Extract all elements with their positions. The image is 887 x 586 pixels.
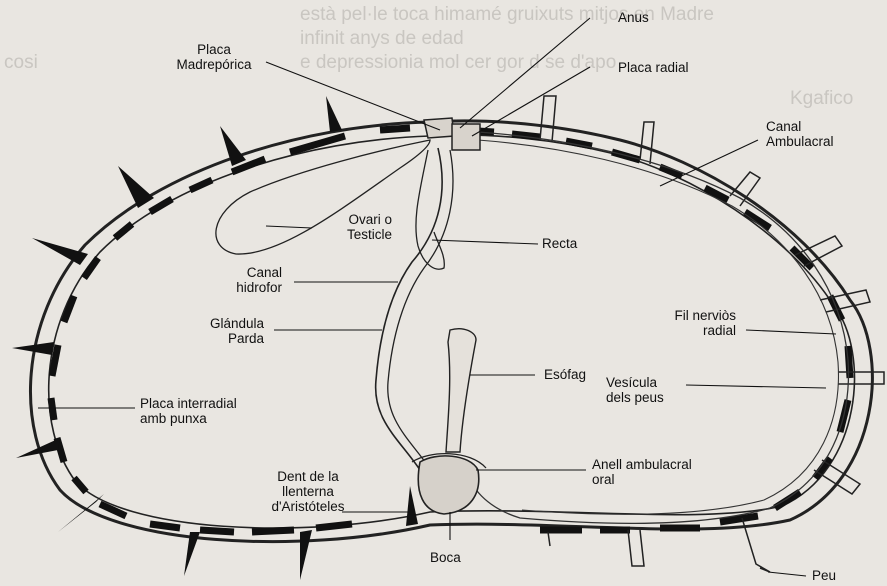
tooth: [406, 486, 418, 526]
label-fil-nervios-radial: Fil nerviòs radial: [632, 308, 736, 338]
label-canal-hidrofor: Canal hidrofor: [190, 265, 282, 295]
label-ovari-testicle: Ovari o Testicle: [290, 212, 392, 242]
stone-canal: [376, 148, 443, 470]
label-placa-madreporica: Placa Madrepórica: [160, 42, 268, 72]
label-boca: Boca: [430, 550, 461, 565]
rectum: [416, 150, 444, 269]
stone-canal-inner: [388, 150, 453, 466]
aristotle-lantern: [418, 456, 478, 514]
label-recta: Recta: [542, 236, 577, 251]
esophagus: [446, 329, 476, 452]
label-esofag: Esófag: [544, 367, 586, 382]
label-peu: Peu: [812, 568, 836, 583]
label-placa-radial: Placa radial: [618, 60, 689, 75]
label-placa-interradial: Placa interradial amb punxa: [140, 396, 237, 426]
label-anell-ambulacral: Anell ambulacral oral: [592, 457, 692, 487]
label-dent-llenterna: Dent de la llenterna d'Aristóteles: [254, 469, 362, 514]
label-anus: Anus: [618, 10, 649, 25]
label-glandula-parda: Glándula Parda: [150, 316, 264, 346]
label-vesicula-peus: Vesícula dels peus: [606, 375, 664, 405]
madreporic-plate: [424, 118, 480, 150]
label-canal-ambulacral: Canal Ambulacral: [766, 119, 834, 149]
